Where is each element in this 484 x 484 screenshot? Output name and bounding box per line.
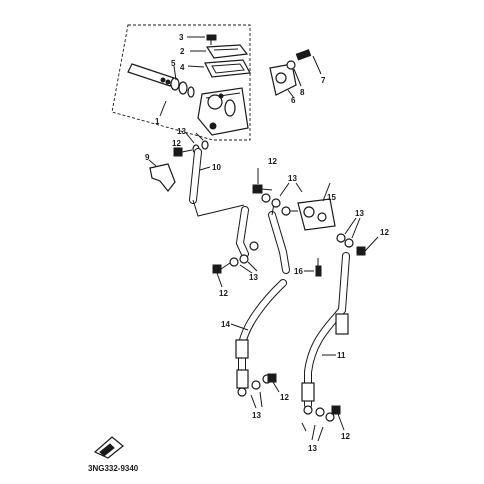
master-cylinder-assembly-box (111, 24, 251, 141)
front-direction-icon (93, 436, 124, 459)
part-13-washers-lower-right (301, 407, 335, 442)
part-9-boot (148, 159, 176, 192)
label-12-right: 12 (380, 228, 389, 237)
part-12-bolt-lower-right (331, 405, 345, 431)
part-14-left-brake-hose (230, 279, 287, 397)
part-1-leader (159, 100, 167, 117)
part-13-washers-joint (279, 182, 303, 197)
label-12-lower-left: 12 (280, 393, 289, 402)
label-15: 15 (327, 193, 336, 202)
part-12-bolt-upper (173, 147, 193, 157)
label-2: 2 (180, 47, 185, 56)
label-12-left: 12 (219, 289, 228, 298)
part-15-brake-hose-joint (281, 182, 336, 231)
label-12-upper: 12 (172, 139, 181, 148)
label-12-lower-right: 12 (341, 432, 350, 441)
part-8-washer (286, 60, 302, 87)
label-13-left: 13 (249, 273, 258, 282)
part-3-screw (187, 34, 217, 45)
label-6: 6 (291, 96, 296, 105)
label-13-joint: 13 (288, 174, 297, 183)
part-labels: 1 2 3 4 5 6 7 8 9 10 11 12 13 14 15 16 1… (145, 33, 389, 453)
part-6-clamp (269, 63, 297, 99)
part-16-bleed-screw (304, 258, 322, 277)
label-12-joint: 12 (268, 157, 277, 166)
label-3: 3 (179, 33, 184, 42)
label-14: 14 (221, 320, 230, 329)
part-12-bolt-right (356, 236, 379, 256)
label-10: 10 (212, 163, 221, 172)
label-16: 16 (294, 267, 303, 276)
part-11-right-brake-hose (301, 252, 350, 415)
part-13-washers-left (229, 254, 258, 274)
label-8: 8 (300, 88, 305, 97)
part-12-bolt-lower-left (267, 373, 280, 393)
part-2-reservoir-cap (190, 44, 249, 59)
part-5-piston-kit (127, 63, 195, 98)
label-13-lower-left: 13 (252, 411, 261, 420)
part-4-diaphragm (187, 59, 251, 78)
catalog-code: 3NG332-9340 (88, 464, 139, 473)
connector-hose-right (261, 193, 290, 274)
label-13-right: 13 (355, 209, 364, 218)
part-7-bolt (295, 49, 322, 75)
master-cylinder-body (197, 87, 249, 136)
label-13-upper: 13 (177, 127, 186, 136)
connector-hose-left (235, 206, 259, 258)
label-5: 5 (171, 59, 176, 68)
label-1: 1 (155, 117, 160, 126)
label-4: 4 (180, 63, 185, 72)
part-12-bolt-joint (252, 168, 273, 194)
label-11: 11 (337, 351, 346, 360)
part-13-washers-right (336, 217, 361, 248)
part-10-upper-hose (189, 148, 245, 217)
label-13-lower-right: 13 (308, 444, 317, 453)
part-12-bolt-left (212, 262, 231, 288)
label-9: 9 (145, 153, 150, 162)
label-7: 7 (321, 76, 326, 85)
